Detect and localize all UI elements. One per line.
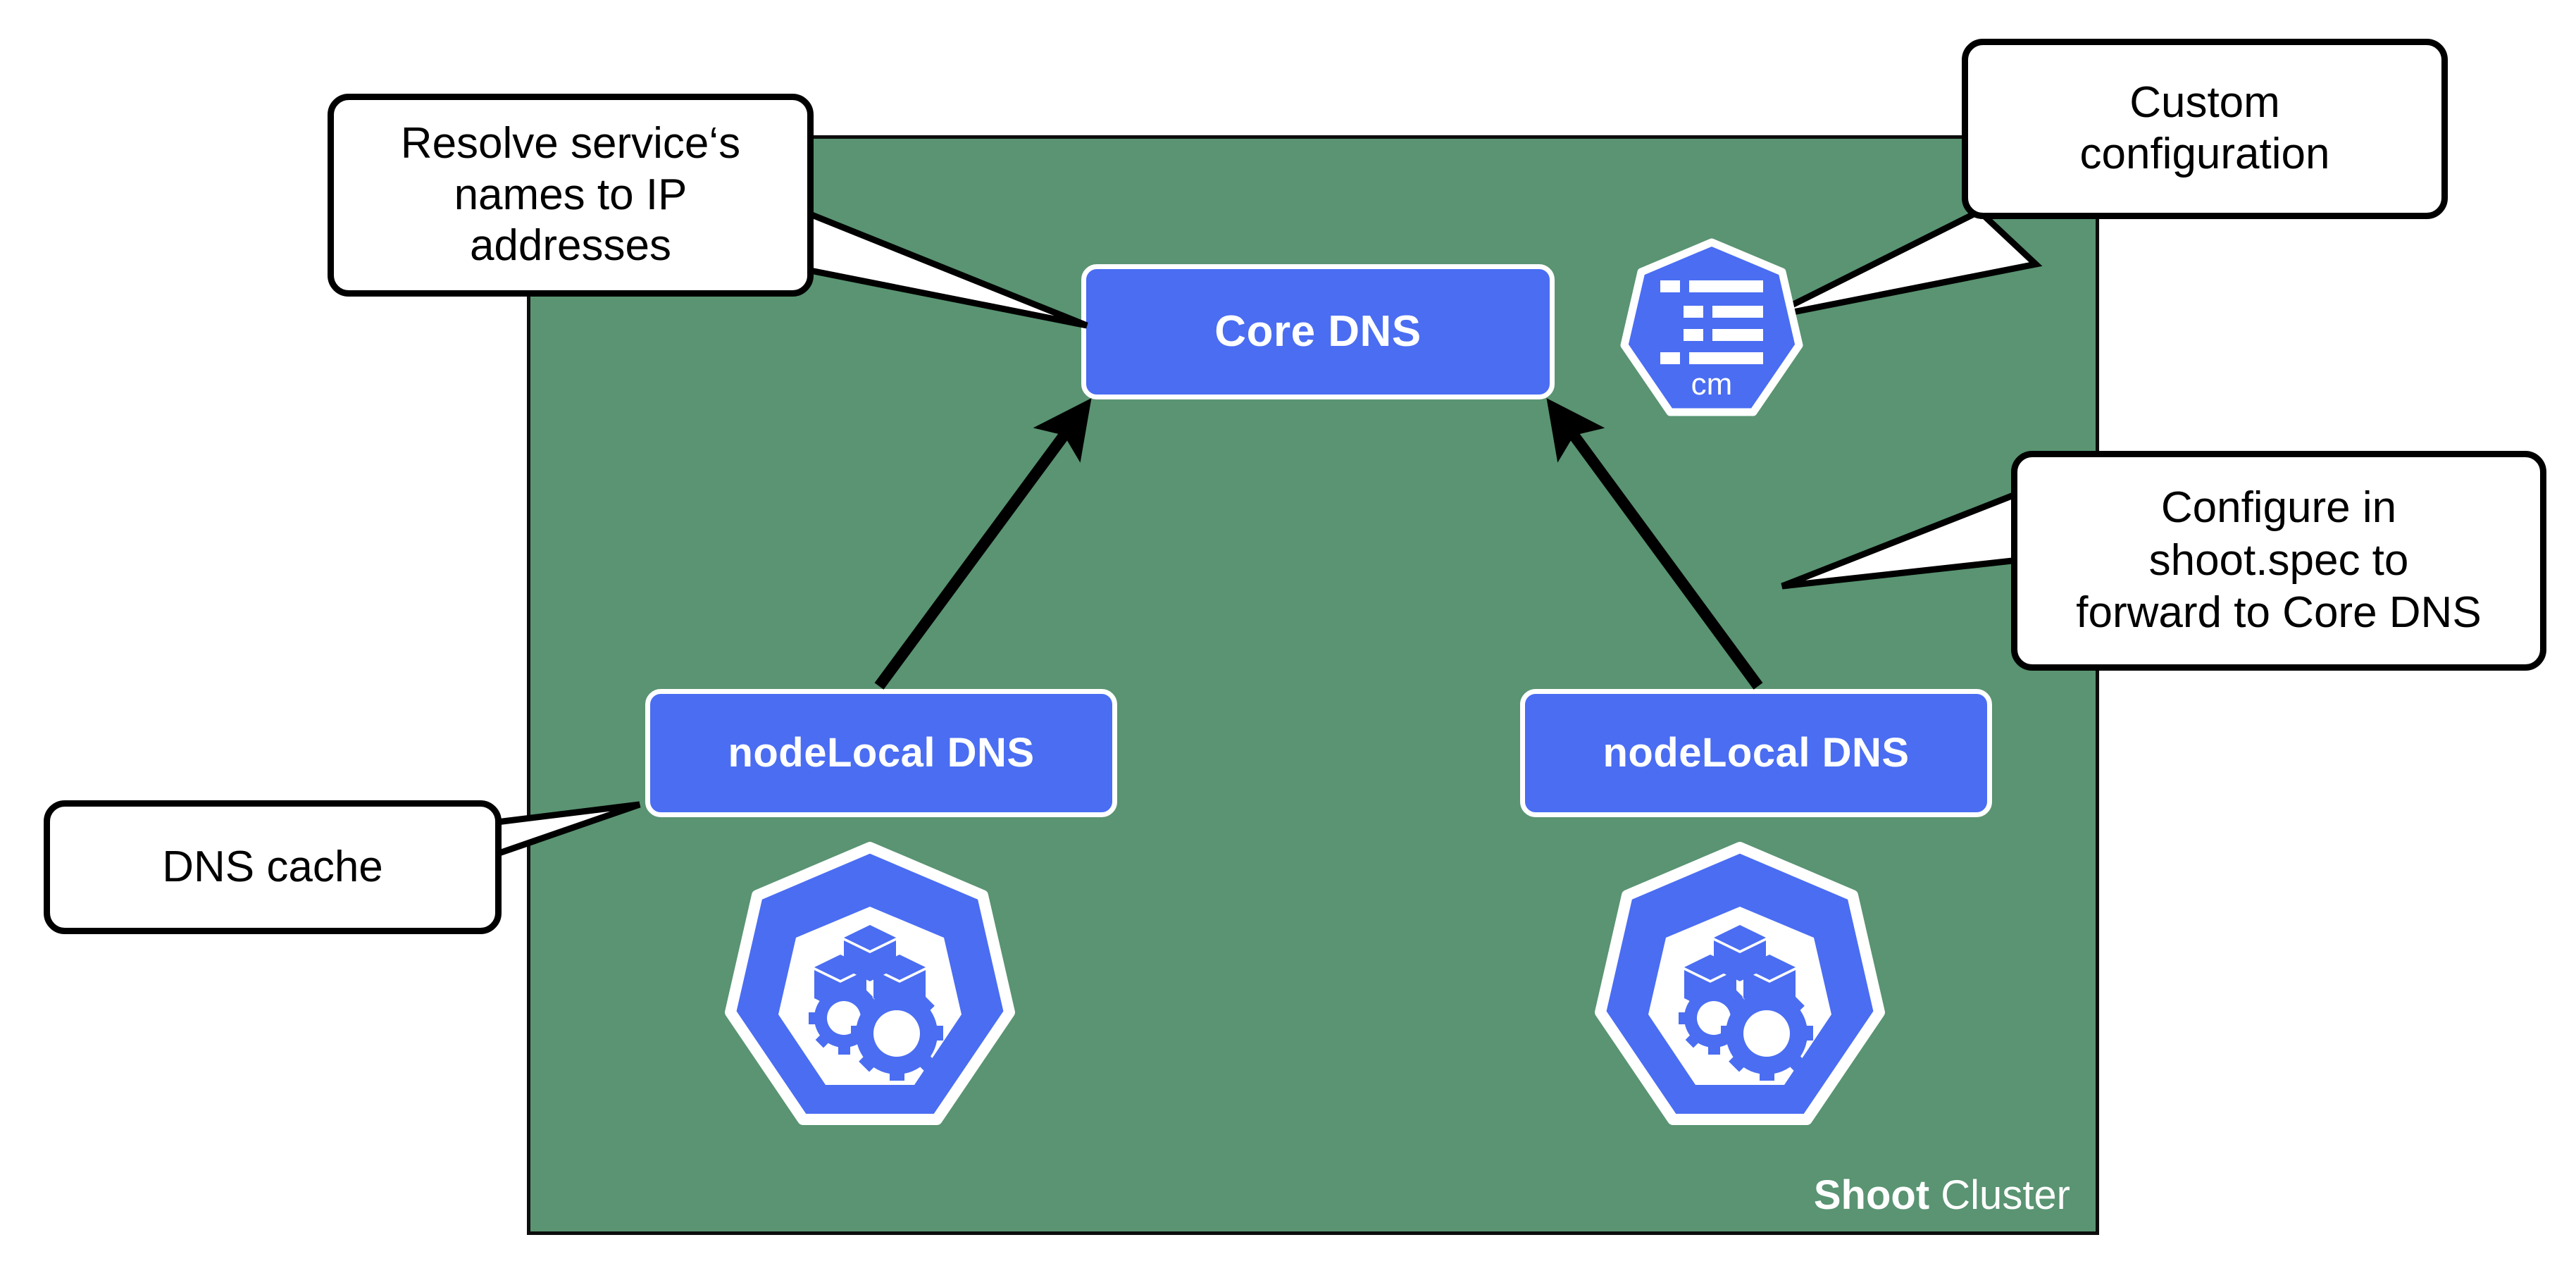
nodelocal-dns-left-label: nodeLocal DNS xyxy=(728,730,1035,776)
nodelocal-dns-right-box[interactable]: nodeLocal DNS xyxy=(1520,689,1992,817)
callout-configure-line-3: forward to Core DNS xyxy=(2076,588,2482,638)
shoot-cluster-label-light: Cluster xyxy=(1929,1172,2070,1218)
core-dns-box[interactable]: Core DNS xyxy=(1081,264,1555,399)
callout-configure-shoot-spec[interactable]: Configure in shoot.spec to forward to Co… xyxy=(2011,451,2546,671)
shoot-cluster-label: Shoot Cluster xyxy=(1814,1175,2070,1216)
callout-custom-configuration[interactable]: Custom configuration xyxy=(1962,39,2448,219)
callout-resolve-service-names[interactable]: Resolve service‘s names to IP addresses xyxy=(328,94,814,297)
core-dns-label: Core DNS xyxy=(1214,307,1421,356)
callout-resolve-line-3: addresses xyxy=(469,221,672,271)
configmap-icon-caption: cm xyxy=(1691,367,1733,402)
callout-configure-line-2: shoot.spec to xyxy=(2148,535,2409,585)
callout-custom-line-2: configuration xyxy=(2079,130,2330,178)
configmap-icon[interactable]: cm xyxy=(1617,238,1807,423)
callout-custom-line-1: Custom xyxy=(2129,78,2280,128)
callout-dns-cache-line-1: DNS cache xyxy=(162,842,383,891)
callout-configure-line-1: Configure in xyxy=(2160,483,2397,533)
nodelocal-dns-left-box[interactable]: nodeLocal DNS xyxy=(645,689,1117,817)
callout-resolve-line-1: Resolve service‘s xyxy=(400,119,741,168)
callout-dns-cache[interactable]: DNS cache xyxy=(44,800,502,934)
shoot-cluster-label-strong: Shoot xyxy=(1813,1172,1930,1218)
kubernetes-node-icon-right[interactable] xyxy=(1588,842,1891,1136)
nodelocal-dns-right-label: nodeLocal DNS xyxy=(1603,730,1910,776)
callout-resolve-line-2: names to IP xyxy=(454,170,687,219)
kubernetes-node-icon-left[interactable] xyxy=(718,842,1021,1136)
